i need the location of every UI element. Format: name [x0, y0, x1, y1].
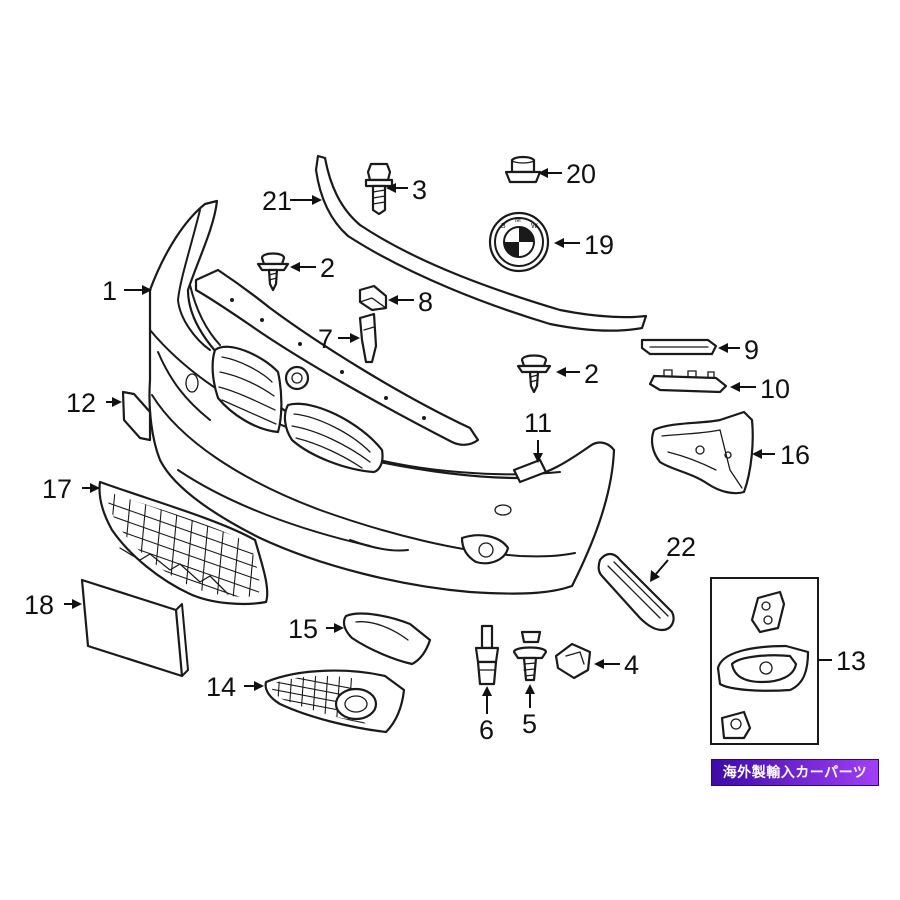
part-15-fog-bezel: [342, 612, 432, 666]
callout-1: 1: [102, 276, 117, 306]
part-11-pad: [512, 458, 548, 484]
callout-5: 5: [522, 709, 537, 739]
callout-9: 9: [744, 335, 759, 365]
part-2-screw-upper: [256, 252, 290, 292]
part-9-trim-strip: [640, 338, 718, 356]
callout-15: 15: [288, 614, 318, 644]
callout-13: 13: [836, 646, 866, 676]
callout-7: 7: [318, 324, 333, 354]
leader-lines: [64, 168, 832, 714]
callout-16: 16: [780, 440, 810, 470]
part-21-upper-trim-strip: [314, 154, 648, 332]
callout-2-upper: 2: [320, 253, 335, 283]
part-6-push-pin: [474, 624, 500, 686]
part-8-bracket: [358, 284, 388, 312]
part-22-reflector: [597, 552, 675, 632]
callout-11: 11: [524, 408, 552, 438]
part-5-rivet: [512, 630, 548, 682]
part-2-screw-lower: [516, 354, 552, 394]
callout-22: 22: [666, 532, 696, 562]
part-13-kit-box: [710, 577, 819, 745]
callout-2-lower: 2: [584, 359, 599, 389]
callout-14: 14: [206, 672, 236, 702]
callout-8: 8: [418, 287, 433, 317]
part-17-lower-grille: [98, 480, 269, 606]
callout-20: 20: [566, 159, 596, 189]
svg-text:M: M: [515, 217, 521, 224]
svg-text:W: W: [531, 223, 538, 230]
svg-text:B: B: [501, 223, 506, 230]
part-7-bracket: [358, 312, 378, 364]
part-18-plate-bracket: [80, 578, 189, 678]
part-14-fog-grille: [264, 669, 406, 734]
callout-19: 19: [584, 230, 614, 260]
callout-21: 21: [262, 186, 292, 216]
part-10-clip-strip: [648, 369, 728, 394]
callout-labels: 1 21 3 20 19 2 8 7 9 2 10 11 12 16 17 18…: [24, 159, 866, 745]
callout-4: 4: [624, 650, 639, 680]
part-19-emblem: B M W: [488, 211, 550, 273]
callout-10: 10: [760, 374, 790, 404]
callout-3: 3: [412, 175, 427, 205]
part-20-grommet: [504, 155, 542, 184]
bumper-inner-strip: [194, 268, 480, 446]
part-16-side-bracket: [650, 410, 754, 495]
callout-6: 6: [479, 715, 494, 745]
callout-18: 18: [24, 590, 54, 620]
callout-12: 12: [66, 388, 96, 418]
import-parts-badge: 海外製輸入カーパーツ: [711, 759, 879, 786]
part-4-clip: [554, 642, 592, 680]
part-1-bumper-cover: [148, 199, 616, 595]
callout-17: 17: [42, 474, 72, 504]
part-12-marker-trim: [121, 390, 152, 442]
